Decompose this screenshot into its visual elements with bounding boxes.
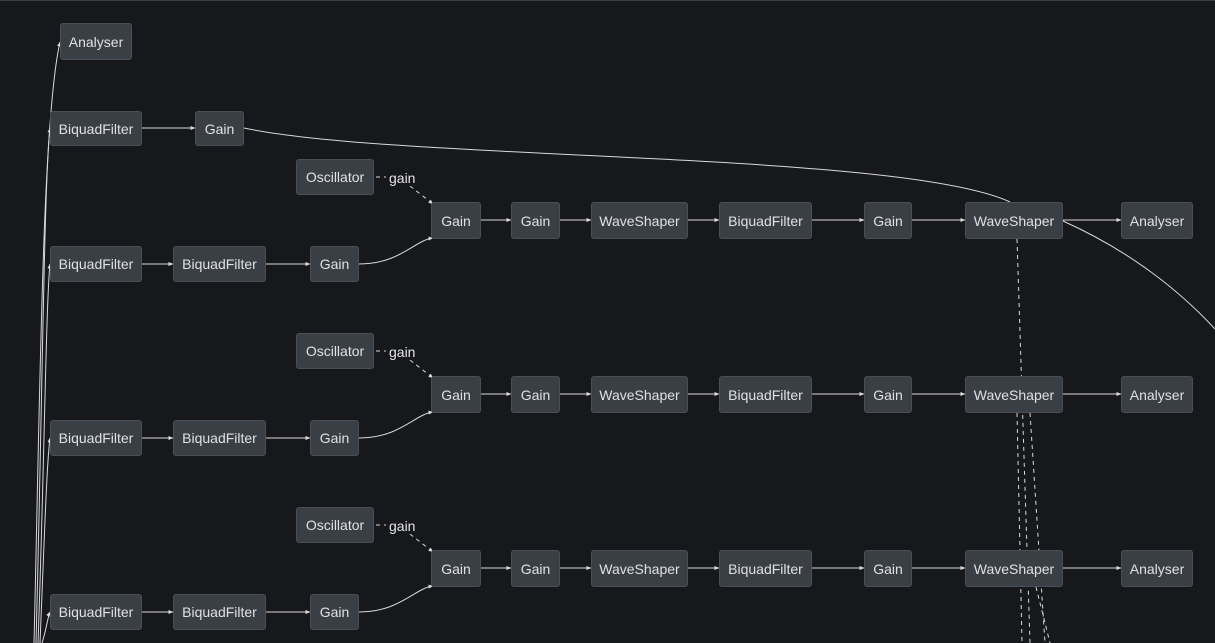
gain-node-row3-input[interactable]: Gain [310, 420, 359, 456]
edge-row3-gain-to-chain [358, 410, 434, 439]
edge-osc-row3-gain [409, 359, 434, 379]
chain-c-gain-3[interactable]: Gain [864, 550, 912, 587]
oscillator-node-c[interactable]: Oscillator [296, 507, 374, 543]
oscillator-node-a[interactable]: Oscillator [296, 159, 374, 195]
gain-node-row4-input[interactable]: Gain [310, 594, 359, 630]
chain-b-gain-3[interactable]: Gain [864, 376, 912, 413]
oscillator-node-b[interactable]: Oscillator [296, 333, 374, 369]
chain-c-waveshaper-2[interactable]: WaveShaper [965, 550, 1063, 587]
biquadfilter-node-row3-a[interactable]: BiquadFilter [50, 420, 142, 456]
edge-ws-c-down [1035, 586, 1051, 643]
biquadfilter-node-row4-a[interactable]: BiquadFilter [50, 594, 142, 630]
edge-to-biquad-row1 [35, 127, 52, 643]
chain-b-gain-1[interactable]: Gain [431, 376, 481, 413]
biquadfilter-node-row2-b[interactable]: BiquadFilter [173, 246, 266, 282]
chain-c-analyser[interactable]: Analyser [1121, 550, 1193, 587]
edge-osc-row4-gain [409, 533, 434, 553]
chain-b-gain-2[interactable]: Gain [511, 376, 560, 413]
edge-row4-gain-to-chain [358, 584, 434, 613]
gain-param-label-c: gain [388, 518, 417, 534]
chain-b-waveshaper-2[interactable]: WaveShaper [965, 376, 1063, 413]
chain-a-waveshaper-1[interactable]: WaveShaper [591, 202, 688, 239]
chain-c-waveshaper-1[interactable]: WaveShaper [591, 550, 688, 587]
chain-a-gain-2[interactable]: Gain [511, 202, 560, 239]
chain-c-biquadfilter[interactable]: BiquadFilter [719, 550, 812, 587]
biquadfilter-node-row4-b[interactable]: BiquadFilter [173, 594, 266, 630]
edge-waveshaper-offscreen [1062, 220, 1215, 330]
edge-to-biquad-row2 [37, 263, 52, 643]
chain-a-biquadfilter[interactable]: BiquadFilter [719, 202, 812, 239]
chain-a-analyser[interactable]: Analyser [1121, 202, 1193, 239]
chain-b-analyser[interactable]: Analyser [1121, 376, 1193, 413]
gain-node-row2-input[interactable]: Gain [310, 246, 359, 282]
gain-param-label-b: gain [388, 344, 417, 360]
edge-r1-gain-to-waveshaper [243, 127, 1011, 203]
edge-ws-b-down-2 [1029, 412, 1046, 643]
edge-to-analyser-top [33, 41, 61, 643]
edge-row2-gain-to-chain [358, 236, 434, 265]
chain-a-gain-3[interactable]: Gain [864, 202, 912, 239]
biquadfilter-node-row1[interactable]: BiquadFilter [50, 111, 142, 146]
biquadfilter-node-row2-a[interactable]: BiquadFilter [50, 246, 142, 282]
edge-to-biquad-row4 [41, 611, 51, 643]
edge-to-biquad-row3 [39, 437, 52, 643]
chain-a-gain-1[interactable]: Gain [431, 202, 481, 239]
analyser-node-top[interactable]: Analyser [60, 23, 132, 60]
edge-osc-row2-gain [409, 185, 434, 205]
chain-a-waveshaper-2[interactable]: WaveShaper [965, 202, 1063, 239]
gain-param-label-a: gain [388, 170, 417, 186]
chain-b-waveshaper-1[interactable]: WaveShaper [591, 376, 688, 413]
chain-c-gain-2[interactable]: Gain [511, 550, 560, 587]
chain-c-gain-1[interactable]: Gain [431, 550, 481, 587]
chain-b-biquadfilter[interactable]: BiquadFilter [719, 376, 812, 413]
gain-node-row1[interactable]: Gain [195, 111, 244, 146]
biquadfilter-node-row3-b[interactable]: BiquadFilter [173, 420, 266, 456]
edge-ws-b-down-1 [1016, 412, 1023, 643]
